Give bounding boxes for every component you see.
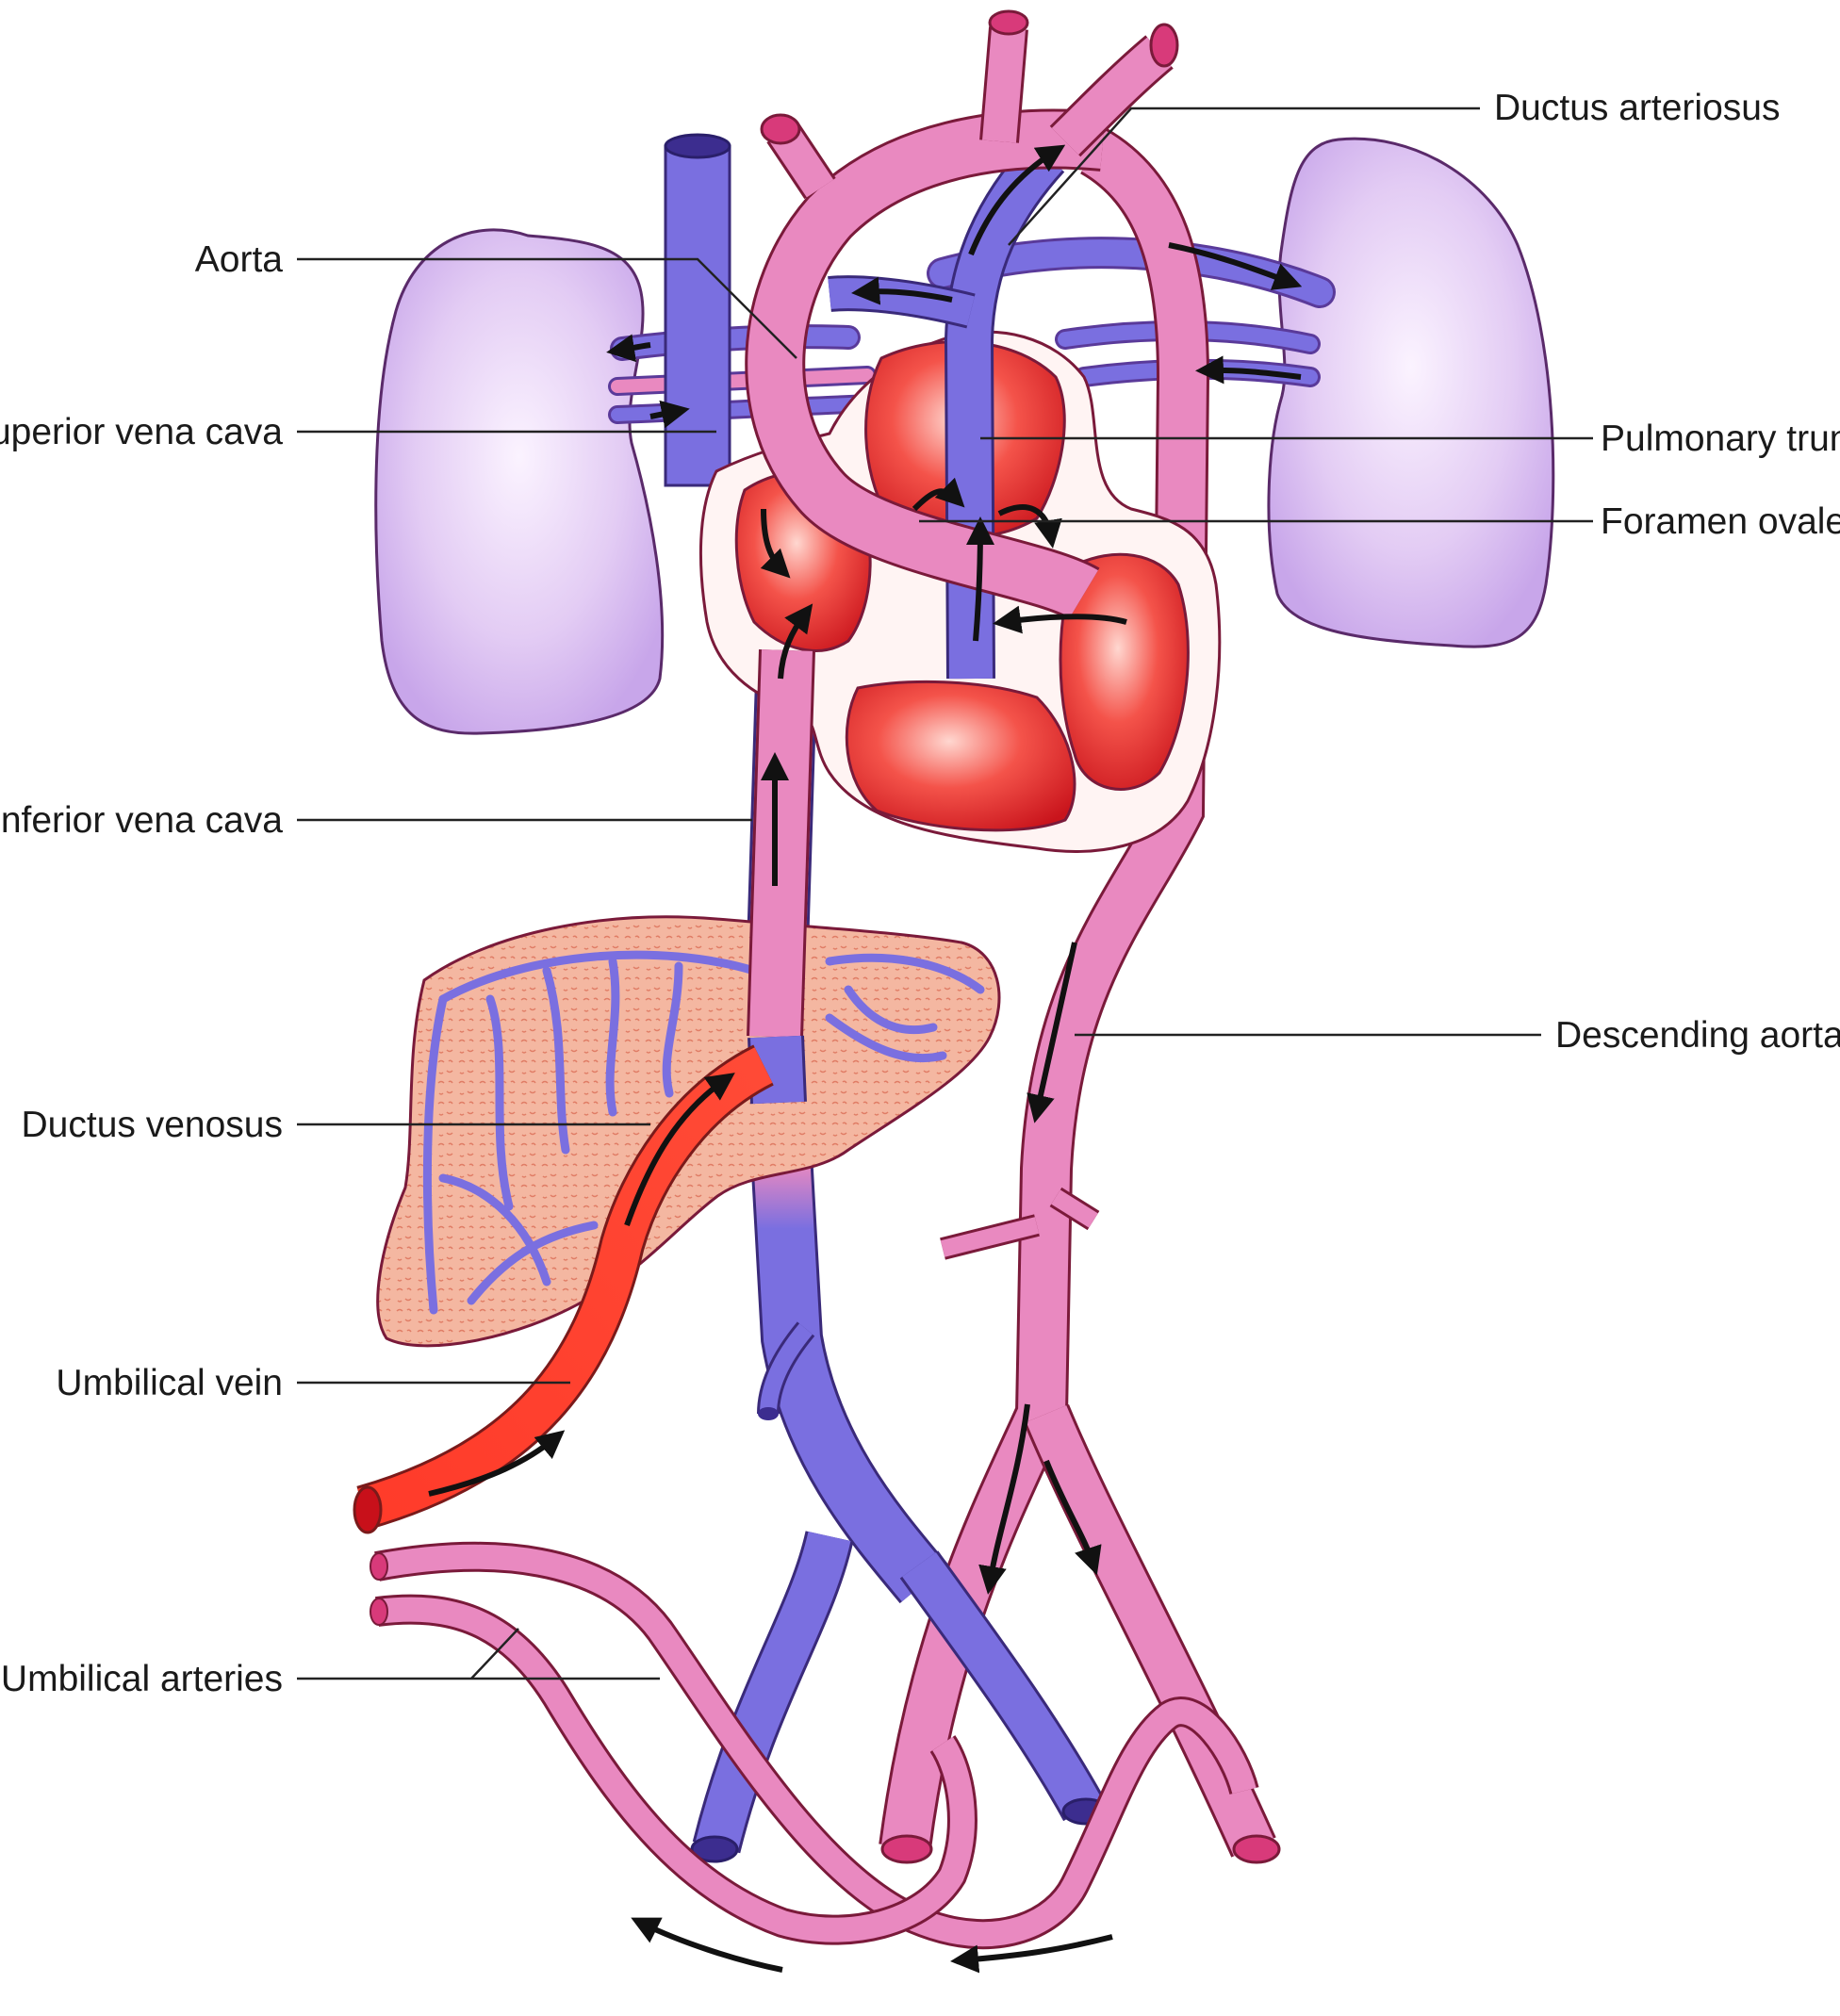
right-lung — [1269, 139, 1553, 647]
label-ductus-arteriosus: Ductus arteriosus — [1494, 90, 1780, 126]
label-foramen-ovale: Foramen ovale — [1601, 503, 1840, 540]
brachiocephalic-end — [762, 115, 799, 143]
label-superior-vena-cava: Superior vena cava — [0, 414, 283, 451]
umbilical-artery-end-1 — [370, 1553, 387, 1580]
left-lung — [376, 230, 663, 733]
aorta-right-iliac-end — [1234, 1836, 1279, 1862]
label-aorta: Aorta — [195, 241, 283, 278]
label-ductus-venosus: Ductus venosus — [22, 1106, 283, 1143]
carotid-end — [990, 11, 1027, 34]
umbilical-artery-end-2 — [370, 1598, 387, 1625]
umbilical-vein-end — [354, 1487, 381, 1532]
label-pulmonary-trunk: Pulmonary trunk — [1601, 420, 1840, 457]
subclavian-end — [1151, 25, 1177, 66]
ivc-branch-end — [758, 1407, 779, 1420]
label-umbilical-arteries: Umbilical arteries — [1, 1661, 283, 1697]
label-descending-aorta: Descending aorta — [1555, 1017, 1840, 1054]
label-inferior-vena-cava: Inferior vena cava — [0, 802, 283, 839]
right-ventricle — [846, 681, 1075, 829]
aorta-left-iliac-end — [882, 1836, 931, 1862]
label-umbilical-vein: Umbilical vein — [56, 1365, 283, 1401]
